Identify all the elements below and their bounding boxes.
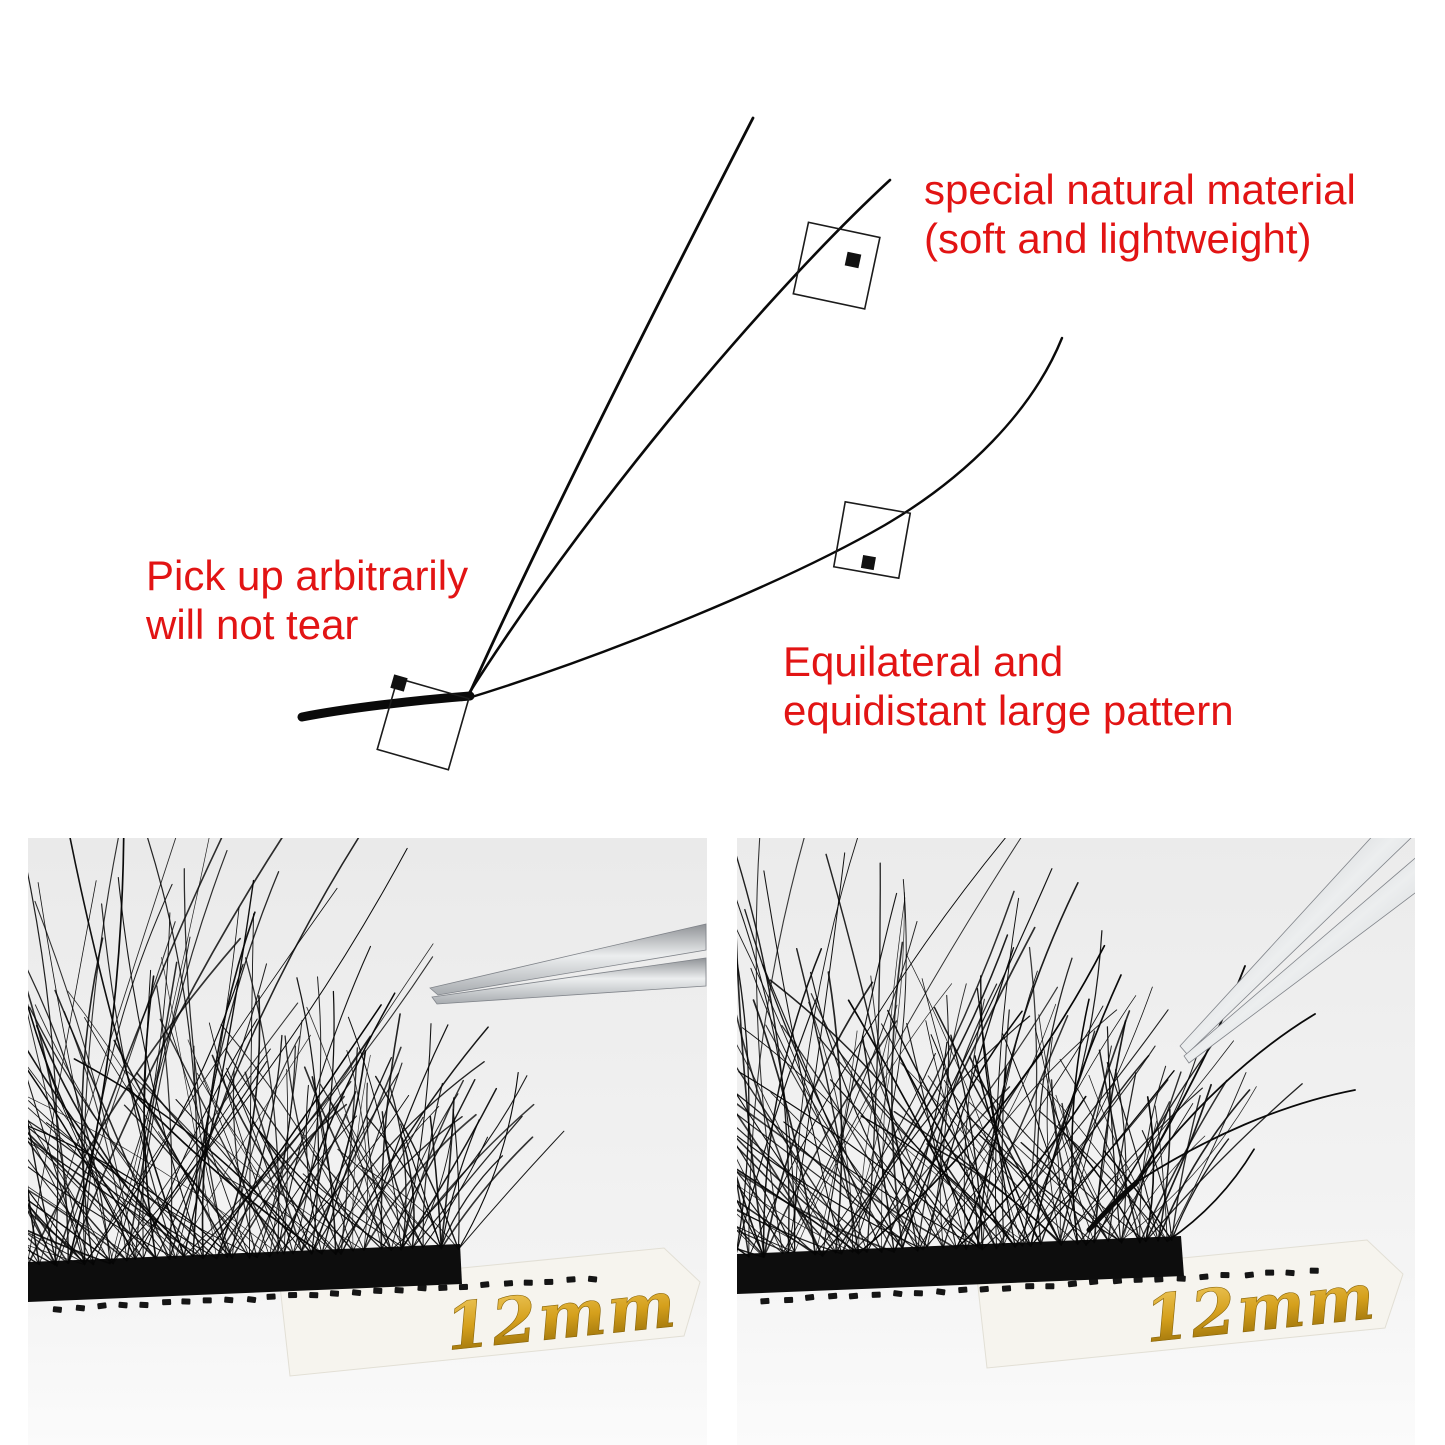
zoom-marker-base [376,674,470,771]
tweezers-lower-prong [1183,857,1415,1064]
fan-strand-middle [464,178,892,700]
lash-base-dashes [52,1275,598,1313]
adhesive-strip [28,1244,462,1302]
annotation-material: special natural material (soft and light… [924,166,1356,263]
zoom-marker-dot [390,674,408,692]
annotation-line: Pick up arbitrarily [146,552,469,599]
picked-fan-base [1086,1179,1140,1233]
fan-base-strand [297,691,475,722]
picked-fan-strand [1136,1089,1356,1183]
fan-strand-right [460,336,1064,702]
annotation-line: special natural material [924,166,1356,213]
annotation-line: (soft and lightweight) [924,214,1312,262]
annotation-line: equidistant large pattern [783,686,1234,734]
picked-fan-strand [1136,1013,1316,1183]
fan-strand-left [466,116,755,699]
tweezers-upper-prong [429,923,707,996]
lash-tray-photo-left: 12mm [28,838,707,1445]
annotation-line: will not tear [146,600,359,648]
zoom-marker-middle [832,500,912,580]
zoom-marker-top [792,221,881,310]
lash-fans [737,838,1303,1258]
lash-tray-photo-right: 12mm [737,838,1415,1445]
tweezers-lower-prong [431,957,707,1005]
annotation-line: Equilateral and [783,638,1064,685]
tweezers [429,923,707,1005]
zoom-marker-dot [844,251,862,269]
lash-base-dashes [760,1267,1319,1305]
tweezers-upper-prong [1179,838,1412,1055]
lash-fans [28,838,565,1267]
zoom-marker-box [832,500,912,580]
lash-fan-diagram [297,116,1064,771]
zoom-marker-dot [860,555,876,571]
zoom-marker-box [792,221,881,310]
tweezers [1179,838,1415,1064]
annotation-pattern: Equilateral and equidistant large patter… [783,638,1234,735]
zoom-marker-box [376,677,470,771]
annotation-pickup: Pick up arbitrarily will not tear [146,552,468,649]
